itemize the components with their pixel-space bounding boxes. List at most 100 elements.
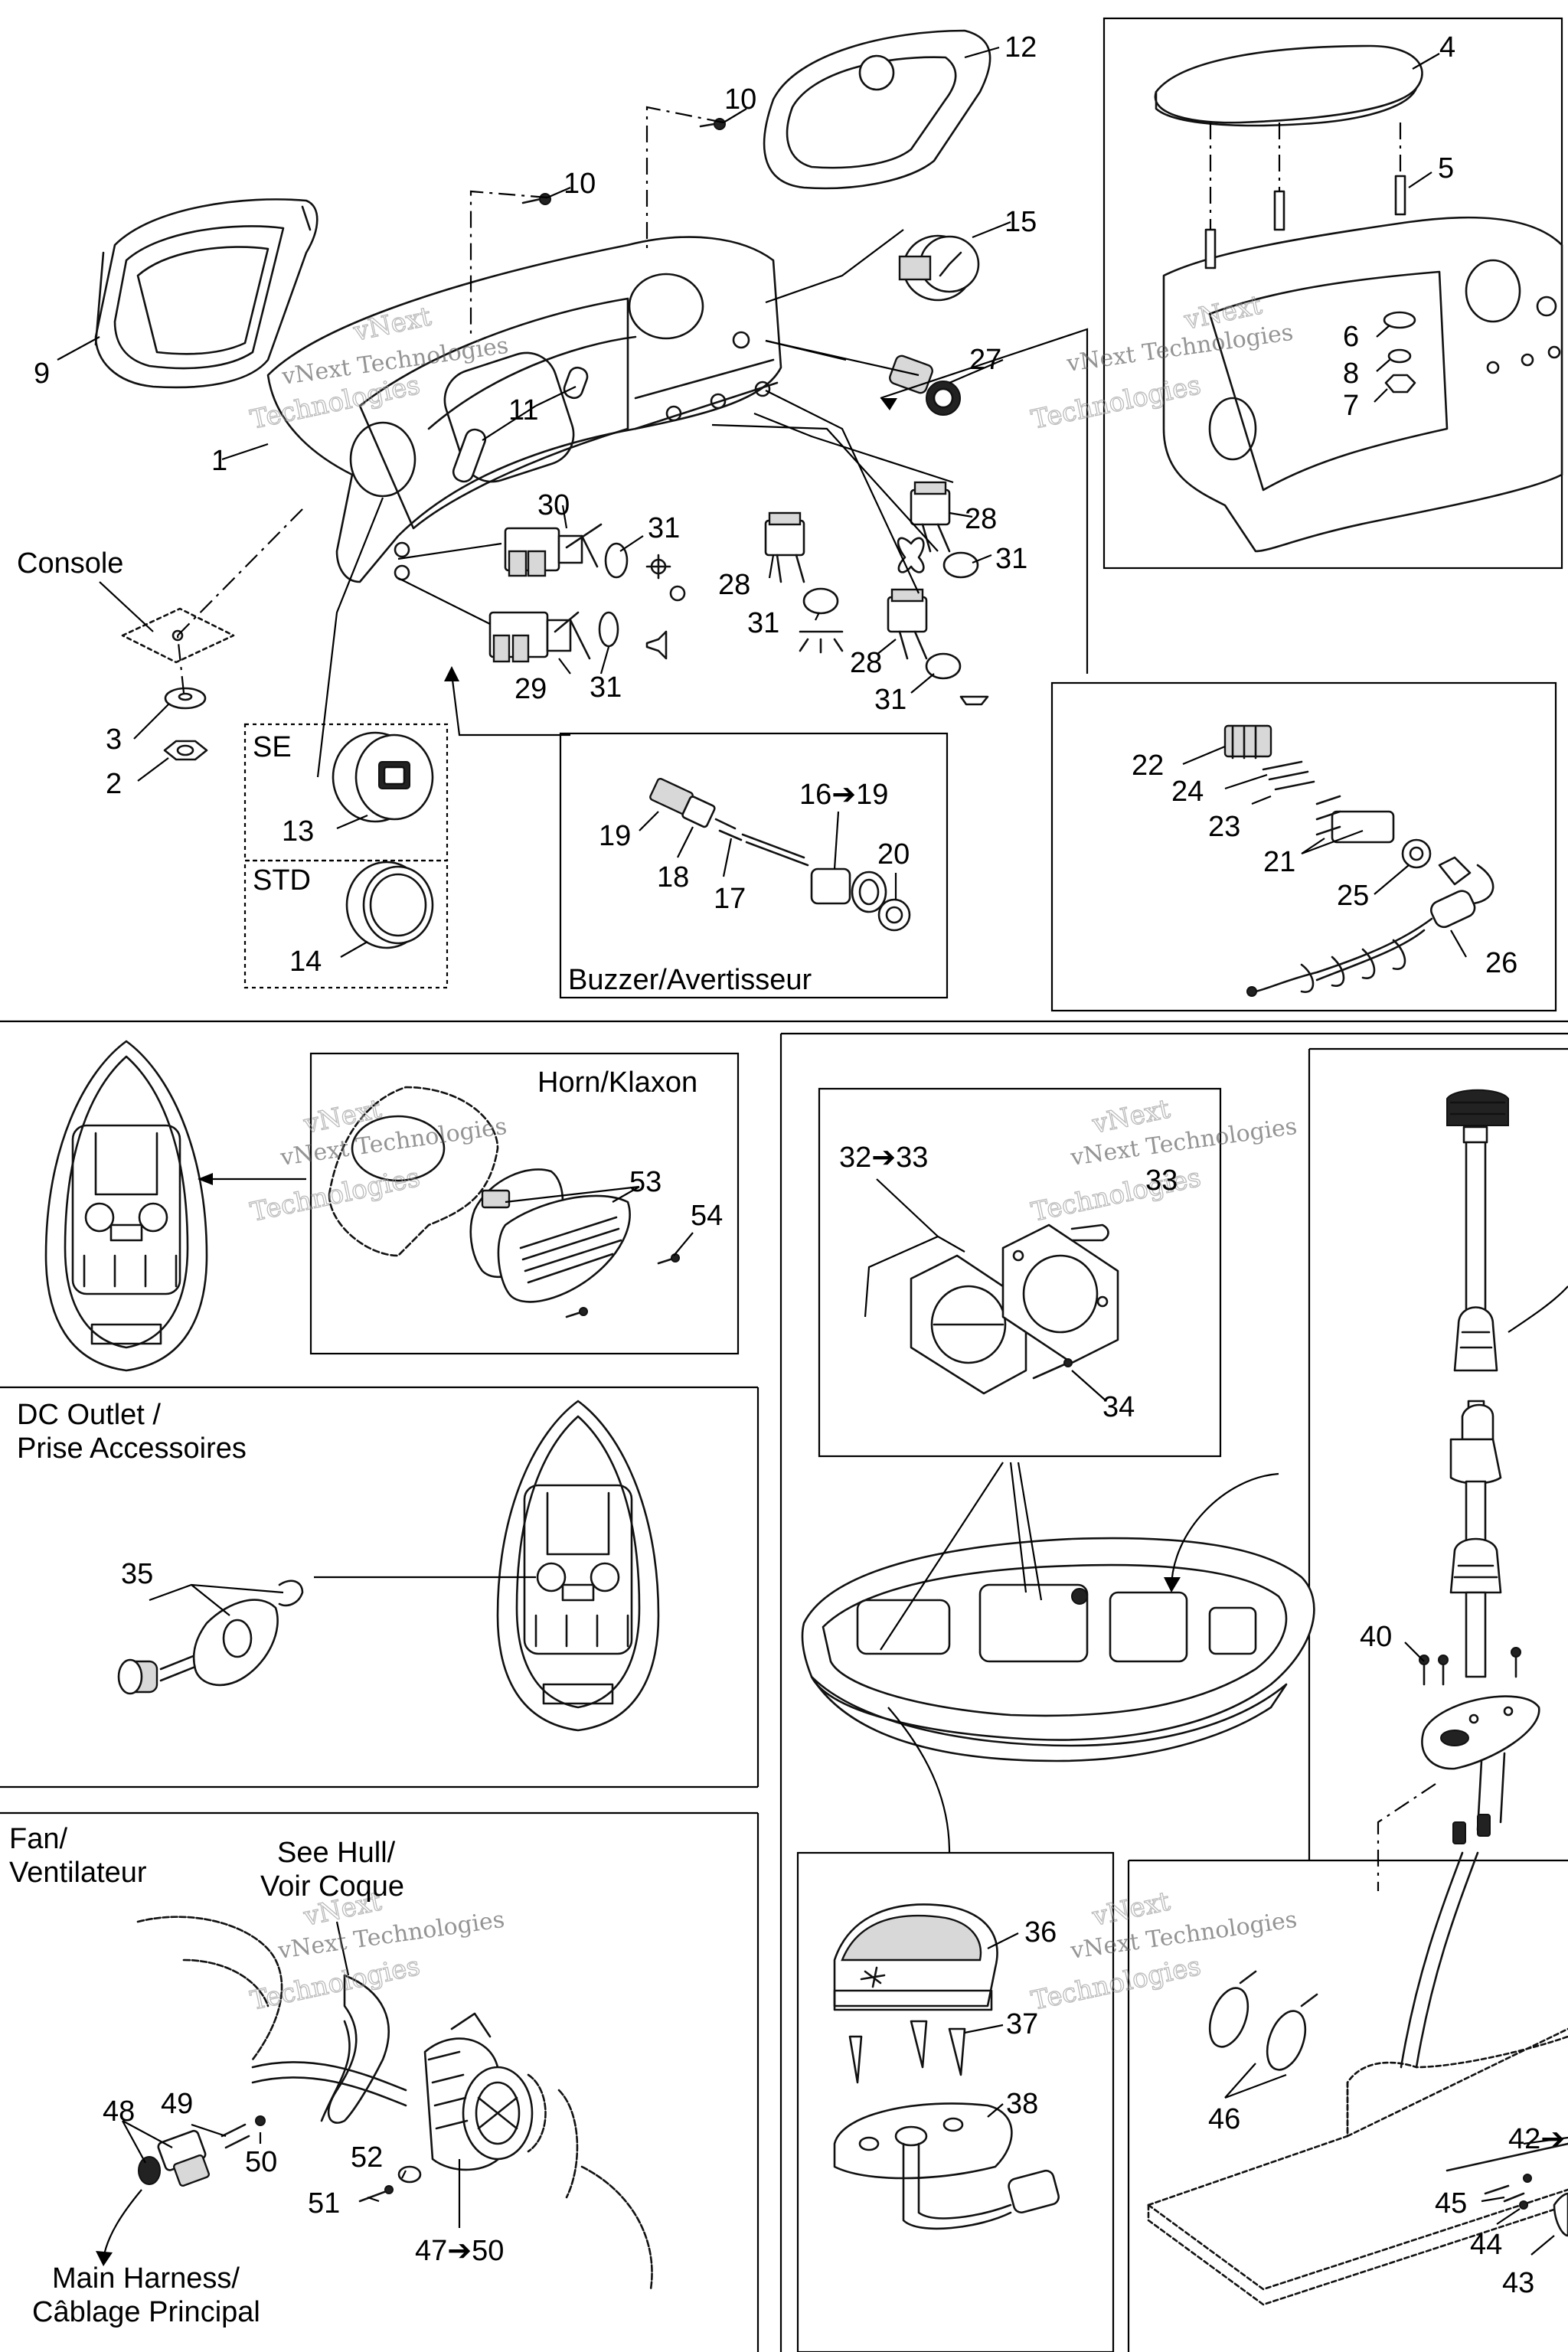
callout-11: 11 [508,394,538,426]
callout-8: 8 [1343,358,1359,390]
callout-31-b: 31 [747,607,779,639]
callout-53: 53 [629,1166,662,1198]
callout-28-c: 28 [850,647,882,679]
callout-7: 7 [1343,390,1359,422]
callout-12: 12 [1004,31,1037,64]
boat-top-view-2 [314,1400,660,1732]
watermark-tech-5: Technologies [248,1951,423,2017]
fan-symbol [897,537,925,573]
washer-3 [164,687,207,710]
callout-22: 22 [1132,750,1164,782]
gauge-13 [332,731,434,823]
std-gauge-box [243,859,449,989]
leader-lines-top [57,46,1089,958]
callout-10-lower: 10 [564,168,596,200]
callout-47-50: 47➔50 [415,2235,504,2267]
nut-7 [1384,374,1416,394]
label-console: Console [17,547,123,580]
section-labels: Console SE STD Buzzer/Avertisseur Horn/K… [9,547,812,2328]
panel-borders [0,17,1568,2352]
callout-4: 4 [1439,31,1455,64]
callout-3: 3 [106,724,122,756]
boot-31-c [942,551,979,579]
label-main-harness-line1: Main Harness/ [52,2262,240,2295]
callout-52: 52 [351,2141,383,2174]
clamp-46-b [1266,2010,1307,2071]
callout-6: 6 [1343,321,1359,353]
callout-numbers: 12 10 10 15 27 9 11 1 30 31 28 31 28 31 … [34,31,1565,2299]
gauge-14 [345,861,434,949]
callout-18: 18 [657,861,689,893]
callout-34: 34 [1102,1391,1135,1423]
horn-assembly [328,1086,694,1318]
watermark-tech-6: Technologies [1029,1951,1204,2017]
callout-49: 49 [161,2088,193,2120]
label-std: STD [253,864,311,897]
callout-28-a: 28 [718,569,750,601]
switch-28-b [910,481,951,553]
callout-46: 46 [1208,2103,1240,2135]
gauge-cover-12 [763,29,991,190]
gauge-15 [898,234,980,302]
label-se: SE [253,731,292,763]
label-see-hull-line1: See Hull/ [277,1837,396,1869]
callout-31-c: 31 [995,543,1027,575]
label-buzzer: Buzzer/Avertisseur [568,964,812,996]
switch-30 [504,523,603,577]
dc-outlet-assembly [117,1579,304,1695]
callout-13: 13 [282,815,314,848]
callout-51: 51 [308,2187,340,2220]
buzzer-inset [639,777,911,932]
horn-panel [309,1052,740,1355]
horn-symbol [645,630,668,660]
callout-44: 44 [1470,2229,1502,2261]
callout-42: 42➔ [1508,2123,1565,2155]
boot-31-a [604,542,629,579]
callout-45: 45 [1435,2187,1467,2220]
clamp-46-a [1208,1987,1250,2048]
boat-top-view-1 [44,1040,306,1372]
callout-29: 29 [514,673,547,705]
label-see-hull-line2: Voir Coque [260,1870,404,1903]
gauge-cover-inset-panel [818,1087,1222,1458]
callout-30: 30 [537,489,570,521]
switch-28-c [887,588,928,660]
callout-23: 23 [1208,811,1240,843]
callout-15: 15 [1004,206,1037,238]
callout-28-b: 28 [965,503,997,535]
callout-31-e: 31 [590,671,622,704]
mast-light [1377,1089,1568,1891]
callout-33: 33 [1145,1165,1178,1197]
switch-28-a [764,511,805,583]
callout-20: 20 [877,838,910,871]
dash-panel [266,236,782,583]
callout-32-33: 32➔33 [839,1142,928,1174]
nav-light-inset-panel [796,1851,1115,2352]
callout-43: 43 [1502,2267,1534,2299]
callout-37: 37 [1006,2008,1038,2040]
console-plate [121,607,235,664]
callout-31-d: 31 [874,684,906,716]
gauge-cover-inset [864,1178,1119,1402]
callout-21: 21 [1263,846,1295,878]
dashboard-assembly [57,29,1089,958]
callout-40: 40 [1360,1621,1392,1653]
washer-6 [1383,311,1416,329]
lower-right-assembly [1147,1851,1568,2306]
callout-16-19: 16➔19 [799,779,888,811]
callout-31-a: 31 [648,512,680,544]
callout-24: 24 [1171,776,1204,808]
callout-19: 19 [599,820,631,852]
gauge-cluster-bezel [94,198,318,389]
callout-9: 9 [34,358,50,390]
callout-17: 17 [714,883,746,915]
top-right-inset [1154,44,1563,553]
callout-36: 36 [1024,1916,1057,1949]
callout-14: 14 [289,946,322,978]
callout-25: 25 [1337,880,1369,912]
boot-31-e [598,611,619,648]
buzzer-inset-panel [559,732,949,999]
nav-light-inset [833,1903,1060,2230]
symbol-icons [645,537,989,706]
